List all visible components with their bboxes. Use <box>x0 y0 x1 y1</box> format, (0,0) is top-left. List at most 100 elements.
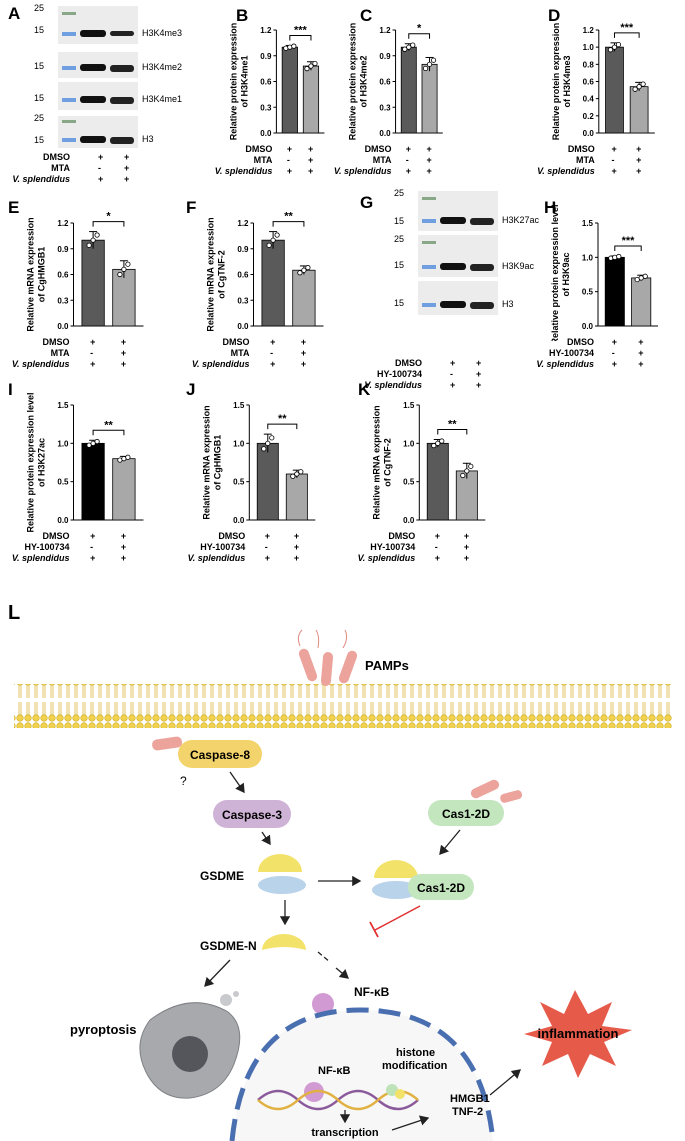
data-point <box>125 454 131 460</box>
condition-value: + <box>434 553 441 563</box>
condition-value: + <box>120 348 127 358</box>
inflammation-label: inflammation <box>538 1026 619 1041</box>
condition-value: + <box>636 166 642 176</box>
mw-marker: 15 <box>394 216 405 226</box>
condition-value: + <box>124 152 130 162</box>
condition-value: + <box>90 337 96 347</box>
condition-value: + <box>286 166 293 176</box>
y-tick-label: 0.6 <box>583 78 595 87</box>
y-tick-label: 0.3 <box>379 103 391 112</box>
band-label: H3K4me3 <box>142 28 183 38</box>
y-tick-label: 0.4 <box>583 95 595 104</box>
significance-bracket <box>408 33 431 39</box>
condition-value: - <box>405 155 409 165</box>
mw-marker: 15 <box>34 135 45 145</box>
bar <box>604 256 625 327</box>
tnf-2-label: TNF-2 <box>452 1106 483 1118</box>
y-tick-label: 0.3 <box>237 296 249 305</box>
panel-label-l: L <box>8 602 21 624</box>
y-axis-label: Relative protein expressionof H3K4me2 <box>348 23 369 141</box>
bar-chart-f: Relative mRNA expressionof CgTNF-20.00.3… <box>206 211 324 332</box>
data-point <box>297 270 303 276</box>
mw-marker: 15 <box>394 298 405 308</box>
condition-value: + <box>270 337 276 347</box>
condition-value: + <box>307 155 314 165</box>
condition-label: DMSO <box>42 531 70 541</box>
data-point <box>294 471 300 477</box>
condition-value: + <box>300 359 307 369</box>
caspase-8-label: Caspase-8 <box>190 748 250 762</box>
cas1-2d-node <box>428 800 504 826</box>
panel-label-g: G <box>360 193 374 212</box>
y-tick-label: 0.9 <box>237 245 249 254</box>
mw-marker: 25 <box>34 3 45 13</box>
bar <box>292 269 316 327</box>
data-point <box>430 57 437 63</box>
condition-value: + <box>300 337 307 347</box>
panel-label-h: H <box>544 198 557 217</box>
y-tick-label: 1.0 <box>582 253 594 262</box>
condition-label: DMSO <box>567 337 594 347</box>
data-point <box>439 438 445 444</box>
data-point <box>308 63 314 69</box>
bar <box>421 63 438 134</box>
bacteria-icon <box>470 779 500 799</box>
condition-label: MTA <box>51 163 70 173</box>
significance-bracket <box>437 429 468 435</box>
condition-value: + <box>636 155 642 165</box>
bar <box>81 442 105 521</box>
y-tick-label: 0.0 <box>260 129 272 138</box>
significance-marker: *** <box>622 235 636 247</box>
band-label: H3 <box>502 299 514 309</box>
condition-label: V. splendidus <box>12 174 70 184</box>
y-tick-label: 0.0 <box>57 516 69 525</box>
data-point <box>607 47 614 53</box>
condition-label: DMSO <box>42 337 70 347</box>
condition-value: + <box>450 380 456 390</box>
data-point <box>312 60 318 67</box>
condition-value: + <box>476 358 482 368</box>
condition-value: + <box>426 144 432 154</box>
mw-marker: 25 <box>394 234 405 244</box>
y-axis-label: Relative mRNA expressionof CgHMGB1 <box>201 405 222 519</box>
bar <box>605 46 624 134</box>
y-tick-label: 0.3 <box>57 296 69 305</box>
significance-marker: ** <box>104 419 113 431</box>
bar <box>426 442 449 521</box>
data-point <box>270 237 276 243</box>
condition-label: DMSO <box>364 144 392 154</box>
condition-value: + <box>120 553 127 563</box>
y-tick-label: 0.3 <box>260 103 272 112</box>
condition-value: - <box>434 542 438 552</box>
condition-label: HY-100734 <box>548 348 594 358</box>
data-point <box>298 469 304 475</box>
condition-label: DMSO <box>395 358 422 368</box>
data-point <box>435 440 441 446</box>
bacteria-icon <box>152 736 183 751</box>
y-tick-label: 1.5 <box>57 401 69 410</box>
pamps-bacteria-icon <box>297 629 358 686</box>
gel-strip <box>418 191 498 231</box>
data-point <box>410 42 416 48</box>
cas1-2d-bound-label: Cas1-2D <box>417 881 465 895</box>
y-tick-label: 0.9 <box>379 52 391 61</box>
condition-value: + <box>264 553 271 563</box>
condition-label: MTA <box>230 348 250 358</box>
panel-label-d: D <box>548 6 561 25</box>
condition-value: + <box>270 359 276 369</box>
bar-chart-b: Relative protein expressionof H3K4me10.0… <box>228 23 325 140</box>
condition-value: + <box>124 163 130 173</box>
gsdme-label: GSDME <box>200 869 244 883</box>
bar <box>285 473 308 521</box>
bar-chart-k: Relative mRNA expressionof CgTNF-20.00.5… <box>371 401 486 525</box>
condition-value: - <box>611 348 615 358</box>
condition-value: + <box>405 144 412 154</box>
y-axis-label: Relative mRNA expressionof CgTNF-2 <box>371 405 392 519</box>
condition-label: DMSO <box>222 337 250 347</box>
mw-marker: 15 <box>34 25 45 35</box>
condition-value: + <box>300 348 307 358</box>
y-tick-label: 0.0 <box>237 322 249 331</box>
band-label: H3K4me1 <box>142 94 183 104</box>
